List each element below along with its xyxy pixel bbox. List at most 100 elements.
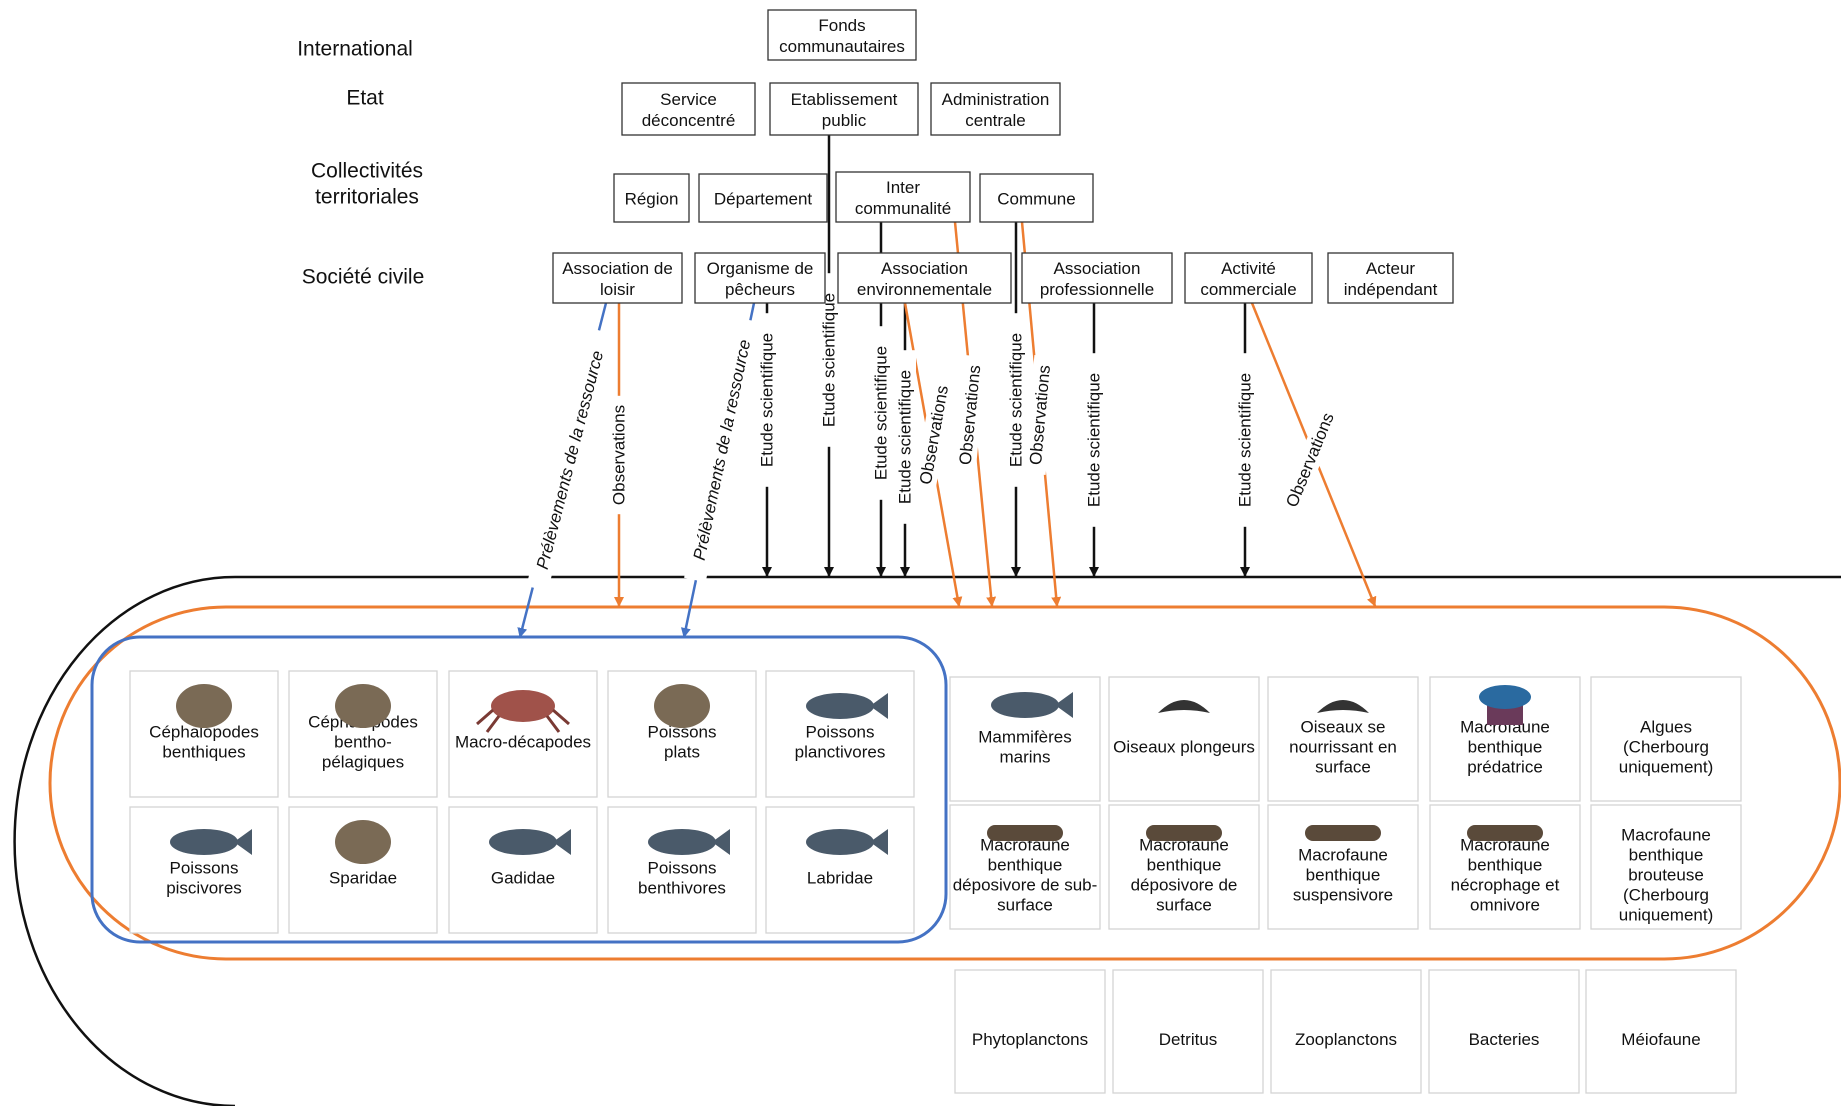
- fish-illustration-icon: [335, 684, 391, 728]
- flow-etude-activite-label-bg: [1234, 353, 1256, 527]
- fish-tile-label: Labridae: [807, 869, 873, 888]
- other-tile: Méiofaune: [1585, 969, 1737, 1094]
- fish-tile-frame: [765, 670, 915, 798]
- fish-tile-frame: [448, 806, 598, 934]
- observed-illustration-icon: [987, 825, 1063, 841]
- observed-illustration-icon: [1317, 700, 1369, 713]
- other-tile-frame: [1270, 969, 1422, 1094]
- actor-commune-label: Commune: [997, 190, 1075, 209]
- flow-observations-loisir-label-bg: [608, 395, 630, 515]
- fish-tile-frame: [765, 806, 915, 934]
- other-tile-label: Méiofaune: [1621, 1030, 1700, 1049]
- flow-prelevements-loisir-label: Prélèvements de la ressource: [533, 349, 607, 572]
- observed-illustration-icon: [991, 692, 1073, 718]
- fish-tile: Gadidae: [448, 806, 598, 934]
- fish-tile: Labridae: [765, 806, 915, 934]
- other-tile-label: Bacteries: [1469, 1030, 1540, 1049]
- flow-etude-activite-label: Etude scientifique: [1236, 373, 1255, 507]
- flow-etude-etablissement-label: Etude scientifique: [820, 293, 839, 427]
- flow-etude-asso-pro-label: Etude scientifique: [1085, 373, 1104, 507]
- flow-etude-intercom-label: Etude scientifique: [872, 346, 891, 480]
- observed-illustration-icon: [1146, 825, 1222, 841]
- flow-etude-intercom-label-bg: [870, 326, 892, 500]
- observed-tile: Oiseaux plongeurs: [1108, 676, 1260, 802]
- flow-etude-pecheurs-label: Etude scientifique: [758, 333, 777, 467]
- actor-departement-label: Département: [714, 190, 813, 209]
- other-tile-frame: [1428, 969, 1580, 1094]
- fish-tile: Céphalopodesbentho-pélagiques: [288, 670, 438, 798]
- flow-prelevements-loisir-label-bg: [526, 328, 614, 592]
- actor-region-label: Région: [625, 190, 679, 209]
- other-tile: Detritus: [1112, 969, 1264, 1094]
- actor-fonds-box: [767, 9, 917, 61]
- level-label: International: [297, 38, 413, 61]
- fish-illustration-icon: [489, 829, 571, 855]
- fish-illustration-icon: [806, 829, 888, 855]
- fish-illustration-icon: [335, 820, 391, 864]
- other-tile-frame: [1585, 969, 1737, 1094]
- observed-tile-frame: [1590, 676, 1742, 802]
- actor-departement-box: [698, 173, 828, 223]
- flow-observations-intercom-label-bg: [953, 355, 987, 475]
- fish-illustration-icon: [654, 684, 710, 728]
- fish-tile-frame: [448, 670, 598, 798]
- observed-illustration-icon: [1305, 825, 1381, 841]
- observed-illustration-icon: [1158, 700, 1210, 713]
- actor-activite-box: [1184, 252, 1313, 304]
- actor-acteur-box: [1327, 252, 1454, 304]
- other-tile: Phytoplanctons: [954, 969, 1106, 1094]
- other-tile-frame: [1112, 969, 1264, 1094]
- flow-etude-commune-label: Etude scientifique: [1007, 333, 1026, 467]
- flow-etude-etablissement-label-bg: [818, 273, 840, 447]
- fish-illustration-icon: [170, 829, 252, 855]
- actor-asso-pro-box: [1021, 252, 1173, 304]
- actor-org-pecheurs-box: [694, 252, 826, 304]
- actor-etablissement-box: [769, 82, 919, 136]
- fish-illustration-icon: [476, 690, 570, 733]
- actor-asso-env-box: [837, 252, 1012, 304]
- ecosystem-outline-black: [13, 575, 1841, 1106]
- fish-tile-frame: [607, 806, 757, 934]
- level-label: Société civile: [302, 266, 425, 289]
- fish-illustration-icon: [176, 684, 232, 728]
- flow-etude-asso-env-label: Etude scientifique: [896, 370, 915, 504]
- flow-observations-loisir-label: Observations: [610, 405, 629, 505]
- other-tile-frame: [954, 969, 1106, 1094]
- flow-prelevements-pecheurs-label: Prélèvements de la ressource: [690, 338, 755, 562]
- fish-illustration-icon: [806, 693, 888, 719]
- fish-tile-label: Macro-décapodes: [455, 733, 591, 752]
- fish-tile-frame: [129, 806, 279, 934]
- flow-etude-pecheurs-label-bg: [756, 313, 778, 487]
- observed-tile-frame: [1590, 804, 1742, 930]
- observed-tile-label: Oiseaux plongeurs: [1113, 738, 1255, 757]
- actor-intercom-box: [835, 171, 971, 223]
- actor-administration-box: [930, 82, 1061, 136]
- actor-service-box: [621, 82, 756, 136]
